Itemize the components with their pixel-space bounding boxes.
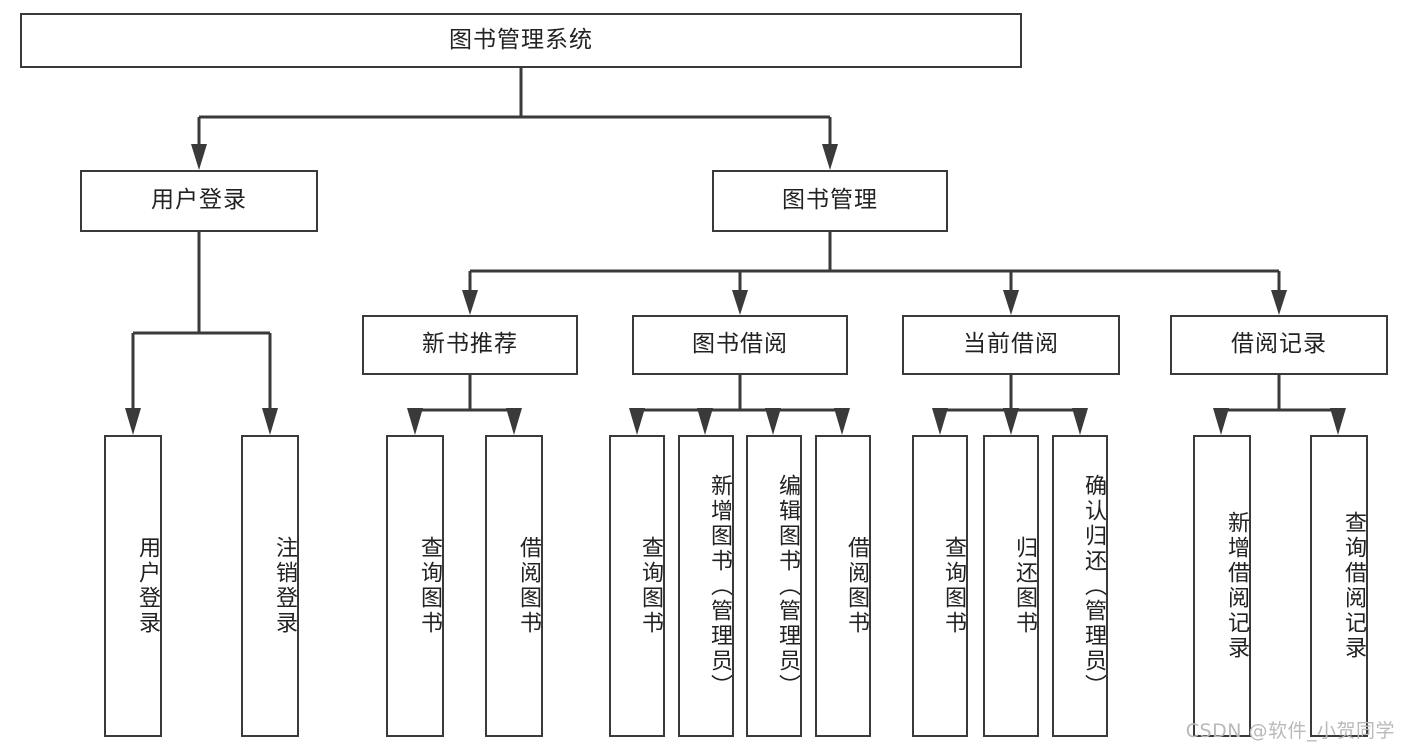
node-label: 图书管理 xyxy=(782,187,878,214)
node-label: 新增图书（管理员） xyxy=(707,473,732,699)
node-label: 编辑图书（管理员） xyxy=(775,473,800,699)
leaf-borrow-record-query[interactable]: 查询借阅记录 xyxy=(1310,435,1368,737)
leaf-new-book-borrow[interactable]: 借阅图书 xyxy=(485,435,543,737)
node-label: 用户登录 xyxy=(151,187,247,214)
node-label: 图书借阅 xyxy=(692,331,788,358)
leaf-user-login-signin[interactable]: 用户登录 xyxy=(104,435,162,737)
node-new-book-recommend[interactable]: 新书推荐 xyxy=(362,315,578,375)
node-label: 用户登录 xyxy=(135,536,160,636)
node-book-management[interactable]: 图书管理 xyxy=(712,170,948,232)
node-label: 归还图书 xyxy=(1012,536,1037,636)
leaf-current-borrow-query[interactable]: 查询图书 xyxy=(912,435,968,737)
leaf-book-borrow-add[interactable]: 新增图书（管理员） xyxy=(678,435,734,737)
leaf-borrow-record-add[interactable]: 新增借阅记录 xyxy=(1193,435,1251,737)
node-root-book-management-system[interactable]: 图书管理系统 xyxy=(20,13,1022,68)
node-label: 查询图书 xyxy=(417,536,442,636)
node-label: 图书管理系统 xyxy=(449,26,593,53)
leaf-current-borrow-return[interactable]: 归还图书 xyxy=(983,435,1039,737)
node-current-borrow[interactable]: 当前借阅 xyxy=(902,315,1120,375)
node-label: 当前借阅 xyxy=(963,331,1059,358)
node-user-login[interactable]: 用户登录 xyxy=(80,170,318,232)
node-label: 新增借阅记录 xyxy=(1224,511,1249,661)
leaf-book-borrow-query[interactable]: 查询图书 xyxy=(609,435,665,737)
node-label: 新书推荐 xyxy=(422,331,518,358)
leaf-user-login-signout[interactable]: 注销登录 xyxy=(241,435,299,737)
leaf-book-borrow-edit[interactable]: 编辑图书（管理员） xyxy=(746,435,802,737)
leaf-book-borrow-lend[interactable]: 借阅图书 xyxy=(815,435,871,737)
node-label: 借阅记录 xyxy=(1231,331,1327,358)
node-label: 注销登录 xyxy=(272,536,297,636)
node-book-borrow[interactable]: 图书借阅 xyxy=(632,315,848,375)
node-label: 借阅图书 xyxy=(844,536,869,636)
node-label: 借阅图书 xyxy=(516,536,541,636)
node-label: 查询图书 xyxy=(941,536,966,636)
node-borrow-records[interactable]: 借阅记录 xyxy=(1170,315,1388,375)
node-label: 查询图书 xyxy=(638,536,663,636)
leaf-current-borrow-confirm-return[interactable]: 确认归还（管理员） xyxy=(1052,435,1108,737)
node-label: 查询借阅记录 xyxy=(1341,511,1366,661)
node-label: 确认归还（管理员） xyxy=(1081,473,1106,699)
leaf-new-book-query[interactable]: 查询图书 xyxy=(386,435,444,737)
